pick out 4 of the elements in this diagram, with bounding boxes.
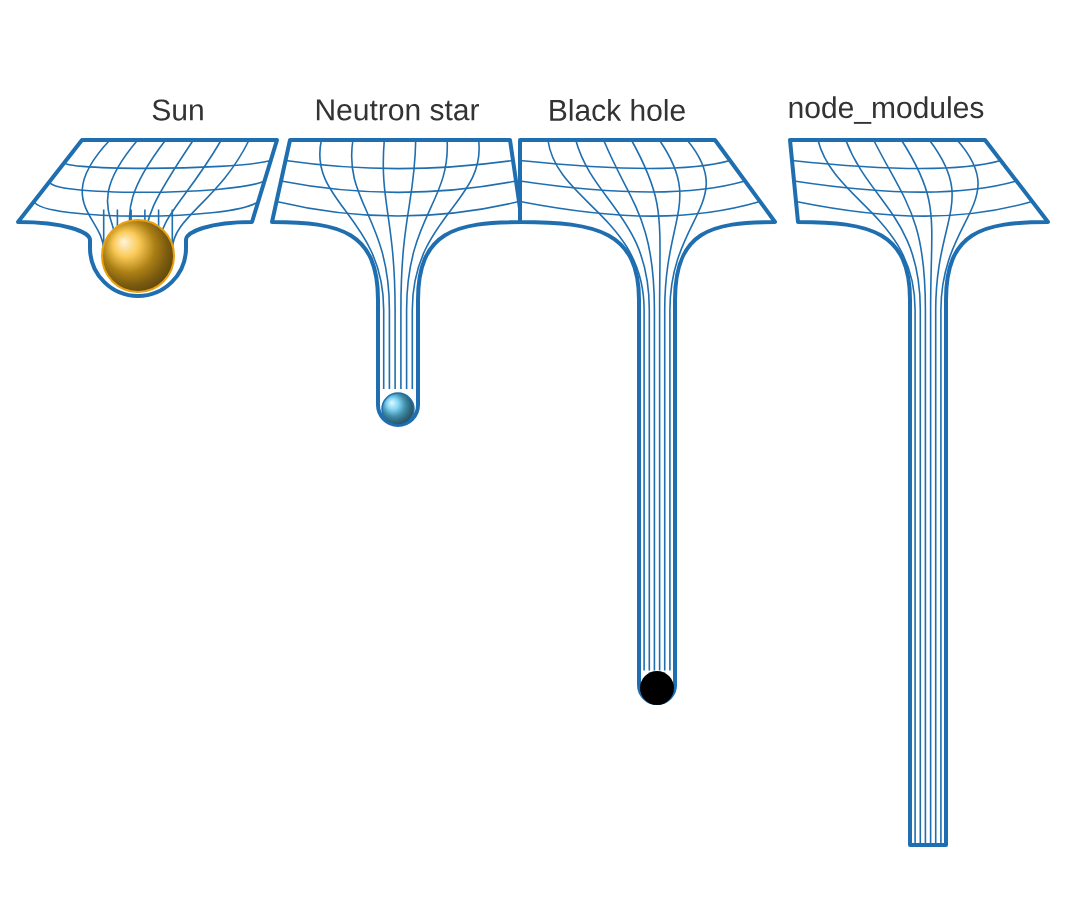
caption-label: node_modules — [789, 96, 984, 124]
caption-label: Black hole — [550, 99, 685, 121]
caption-label: Sun — [152, 99, 203, 121]
caption-label: Neutron star — [316, 99, 479, 121]
